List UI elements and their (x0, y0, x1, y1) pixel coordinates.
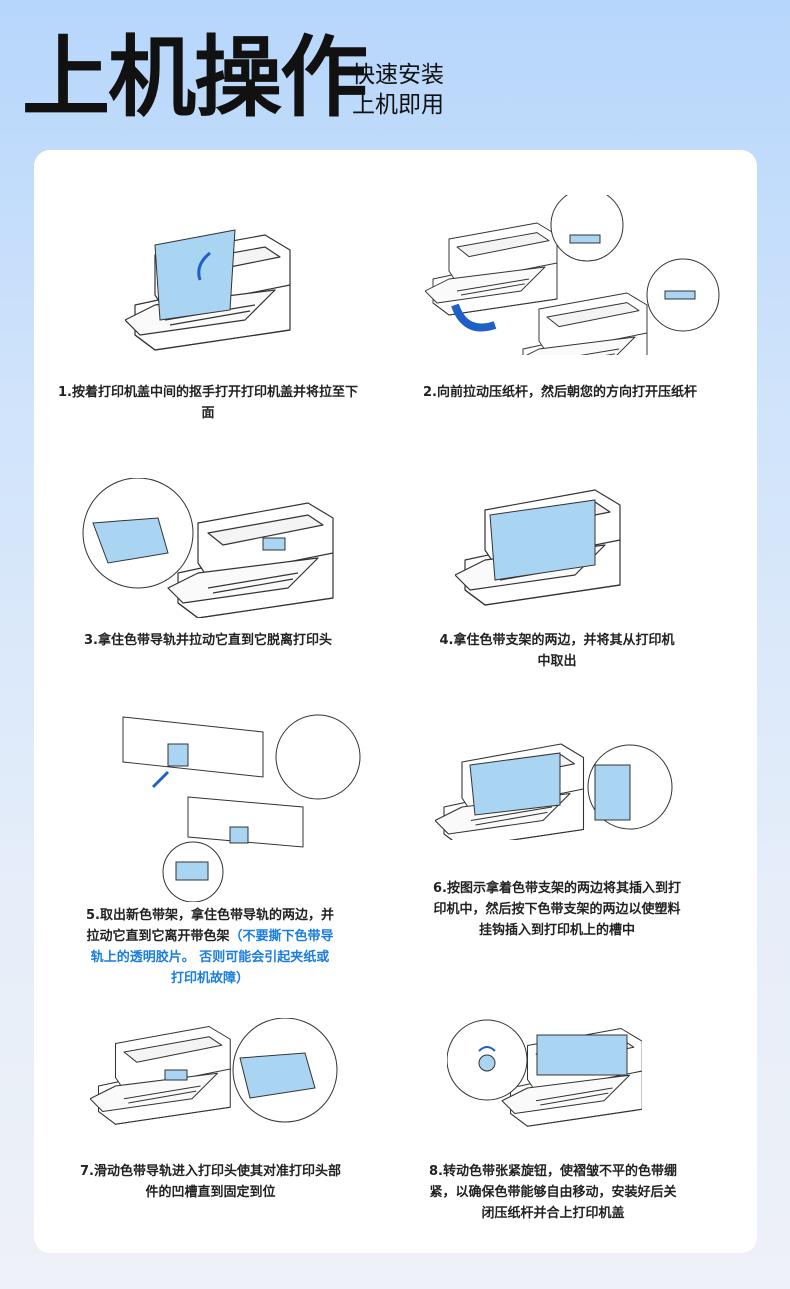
step-7-illustration (90, 1018, 338, 1125)
step-7-caption: 7.滑动色带导轨进入打印头使其对准打印头部件的凹槽直到固定到位 (80, 1164, 341, 1200)
subtitle-line-1: 快速安装 (352, 62, 444, 88)
step-5-illustration (122, 714, 361, 902)
step-3-illustration (82, 478, 334, 618)
step-6-illustration (435, 743, 673, 840)
step-1-caption: 1.按着打印机盖中间的抠手打开打印机盖并将拉至下面 (58, 385, 358, 421)
step-6-caption: 6.按图示拿着色带支架的两边将其插入到打印机中，然后按下色带支架的两边以使塑料挂… (433, 881, 681, 938)
step-5-text: 5.取出新色带架，拿住色带导轨的两边，并拉动它直到它离开带色架 (86, 908, 334, 944)
page-title: 上机操作 (22, 26, 368, 129)
step-1-illustration (125, 229, 291, 351)
step-5-caption: 5.取出新色带架，拿住色带导轨的两边，并拉动它直到它离开带色架（不要撕下色带导轨… (85, 905, 335, 989)
step-8-illustration (447, 1019, 642, 1127)
step-4-caption: 4.拿住色带支架的两边，并将其从打印机中取出 (439, 633, 675, 669)
step-3-caption: 3.拿住色带导轨并拉动它直到它脱离打印头 (84, 633, 332, 648)
step-2-caption: 2.向前拉动压纸杆，然后朝您的方向打开压纸杆 (423, 385, 697, 400)
subtitle-line-2: 上机即用 (352, 92, 444, 118)
step-8-caption: 8.转动色带张紧旋钮，使褶皱不平的色带绷紧，以确保色带能够自由移动，安装好后关闭… (429, 1164, 677, 1221)
step-4-illustration (455, 489, 621, 606)
page-subtitle: 快速安装 上机即用 (352, 60, 444, 120)
step-5-warning-note: （不要撕下色带导轨上的透明胶片。 否则可能会引起夹纸或打印机故障） (90, 929, 334, 986)
step-2-illustration (425, 195, 720, 355)
